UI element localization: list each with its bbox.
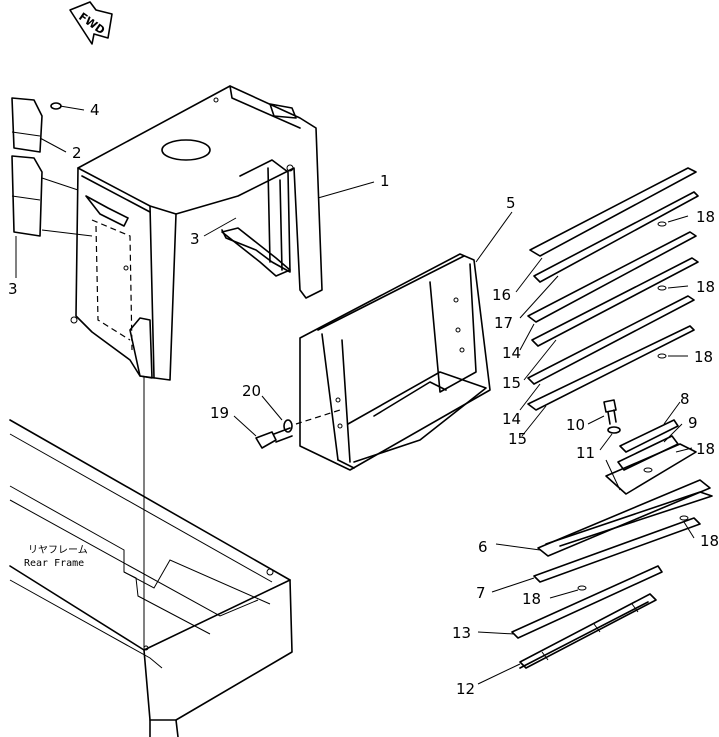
callout-1: 1 (380, 172, 390, 190)
part-3-panel-left (11, 155, 43, 237)
callout-8: 8 (680, 390, 690, 408)
part-8 (619, 419, 679, 453)
rear-frame: リヤフレーム Rear Frame (9, 419, 293, 737)
part-6 (537, 479, 713, 557)
callout-10: 10 (566, 416, 585, 434)
callout-7: 7 (476, 584, 486, 602)
strip-16 (529, 167, 699, 283)
callout-18-e: 18 (700, 532, 719, 550)
callout-15-lower: 15 (508, 430, 527, 448)
callout-9: 9 (688, 414, 698, 432)
callout-13: 13 (452, 624, 471, 642)
callout-17: 17 (494, 314, 513, 332)
callout-18-b: 18 (696, 278, 715, 296)
callout-numbers: 1 2 3 3 4 5 6 7 8 9 10 11 12 13 14 14 15… (8, 101, 719, 698)
rear-frame-jp-label: リヤフレーム (28, 544, 88, 556)
callout-5: 5 (506, 194, 516, 212)
part-1-frame (70, 85, 323, 381)
pin-18-b (657, 285, 667, 291)
callout-6: 6 (478, 538, 488, 556)
washer-11 (607, 426, 621, 434)
callout-11: 11 (576, 444, 595, 462)
callout-20: 20 (242, 382, 261, 400)
washer-20 (283, 419, 293, 433)
pin-18-c (657, 353, 667, 359)
callout-3-frame: 3 (190, 230, 200, 248)
pin-18-f (577, 585, 587, 591)
part-12 (519, 593, 657, 669)
pin-18-d (643, 467, 653, 473)
pin-18-a (657, 221, 667, 227)
callout-14-lower: 14 (502, 410, 521, 428)
fwd-label: FWD (76, 10, 107, 37)
pin-18-e (679, 515, 689, 521)
callout-18-f: 18 (522, 590, 541, 608)
part-4-grommet (50, 102, 62, 110)
callout-12: 12 (456, 680, 475, 698)
part-7 (533, 517, 701, 583)
bolt-19 (255, 427, 293, 449)
bolt-axis (295, 409, 341, 425)
callout-19: 19 (210, 404, 229, 422)
part-5-panel (299, 253, 491, 471)
callout-2: 2 (72, 144, 82, 162)
fwd-arrow-icon: FWD (69, 1, 113, 45)
callout-18-d: 18 (696, 440, 715, 458)
leader-2 (41, 177, 79, 191)
bolt-10 (603, 399, 617, 425)
part-13 (511, 565, 663, 639)
callout-15-upper: 15 (502, 374, 521, 392)
strip-14-upper (527, 231, 699, 347)
leader-lines (15, 105, 695, 685)
callout-18-a: 18 (696, 208, 715, 226)
callout-16: 16 (492, 286, 511, 304)
frame-top-opening (161, 139, 211, 161)
callout-18-c: 18 (694, 348, 713, 366)
strip-14-lower (527, 295, 695, 411)
callout-14-upper: 14 (502, 344, 521, 362)
part-2-panel (11, 97, 43, 153)
leader-3-left (41, 229, 93, 237)
rear-frame-en-label: Rear Frame (24, 558, 84, 569)
callout-4: 4 (90, 101, 100, 119)
callout-3-left: 3 (8, 280, 18, 298)
